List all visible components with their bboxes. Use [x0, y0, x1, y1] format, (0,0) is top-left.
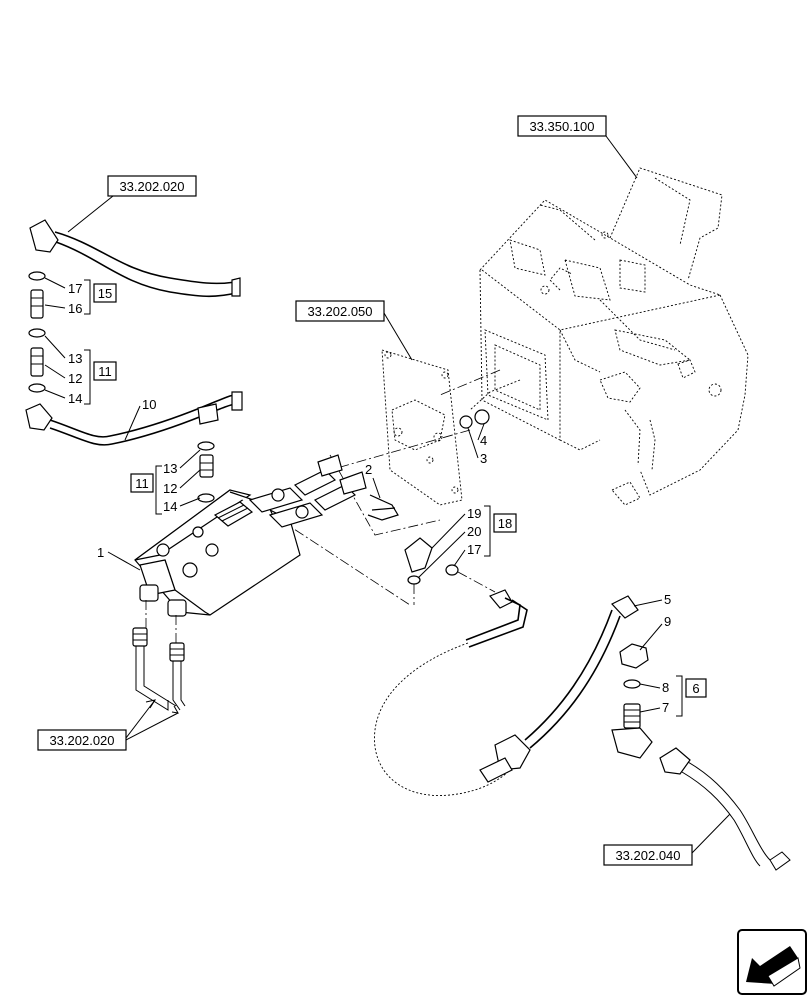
lower-right-hose — [659, 747, 791, 871]
orientation-arrow-icon — [737, 929, 807, 995]
kit-6-label: 6 — [692, 681, 699, 696]
ref-plate-label: 33.202.050 — [307, 304, 372, 319]
ref-top-left-label: 33.202.020 — [119, 179, 184, 194]
washer-nut-3-4 — [459, 409, 490, 429]
ref-box-bottom-left[interactable]: 33.202.020 — [37, 729, 127, 751]
callout-7: 7 — [662, 700, 669, 715]
fitting-stack-mid — [197, 441, 215, 503]
kit-18-label: 18 — [498, 516, 512, 531]
fitting-stack-top — [28, 271, 46, 393]
kit-18[interactable]: 18 — [493, 513, 517, 533]
ref-box-top-left[interactable]: 33.202.020 — [107, 175, 197, 197]
callout-13-top: 13 — [68, 351, 82, 366]
o-ring-17-right — [445, 564, 459, 576]
kit-11-top-label: 11 — [98, 364, 112, 379]
callout-16: 16 — [68, 301, 82, 316]
valve-body — [134, 454, 367, 617]
upper-hose — [29, 219, 241, 298]
ref-bottom-right-label: 33.202.040 — [615, 848, 680, 863]
ref-box-bottom-right[interactable]: 33.202.040 — [603, 844, 693, 866]
ref-cab-label: 33.350.100 — [529, 119, 594, 134]
callout-13-mid: 13 — [163, 461, 177, 476]
callout-8: 8 — [662, 680, 669, 695]
callout-5: 5 — [664, 592, 671, 607]
ref-bottom-left-label: 33.202.020 — [49, 733, 114, 748]
callout-17-right: 17 — [467, 542, 481, 557]
centre-hose — [374, 589, 639, 796]
clip-2 — [367, 494, 399, 521]
callout-1: 1 — [97, 545, 104, 560]
callout-10: 10 — [142, 397, 156, 412]
cab-frame-phantom — [469, 167, 749, 506]
callout-3: 3 — [480, 451, 487, 466]
rigid-tube-10 — [25, 391, 243, 446]
callout-20: 20 — [467, 524, 481, 539]
mounting-plate-phantom — [381, 349, 463, 506]
callout-4: 4 — [480, 433, 487, 448]
callout-19: 19 — [467, 506, 481, 521]
elbow-fitting-19 — [404, 537, 433, 585]
callout-12-top: 12 — [68, 371, 82, 386]
ref-box-cab[interactable]: 33.350.100 — [517, 115, 607, 137]
kit-15-label: 15 — [98, 286, 112, 301]
fitting-stack-right — [611, 643, 653, 759]
kit-11-top[interactable]: 11 — [93, 361, 117, 381]
kit-11-mid[interactable]: 11 — [130, 473, 154, 493]
ref-box-plate[interactable]: 33.202.050 — [295, 300, 385, 322]
kit-11-mid-label: 11 — [135, 476, 149, 491]
callout-12-mid: 12 — [163, 481, 177, 496]
callout-14-mid: 14 — [163, 499, 177, 514]
callout-17-top: 17 — [68, 281, 82, 296]
kit-6[interactable]: 6 — [685, 678, 707, 698]
callout-2: 2 — [365, 462, 372, 477]
callout-14-top: 14 — [68, 391, 82, 406]
valve-outlets — [132, 627, 186, 711]
callout-9: 9 — [664, 614, 671, 629]
kit-15[interactable]: 15 — [93, 283, 117, 303]
